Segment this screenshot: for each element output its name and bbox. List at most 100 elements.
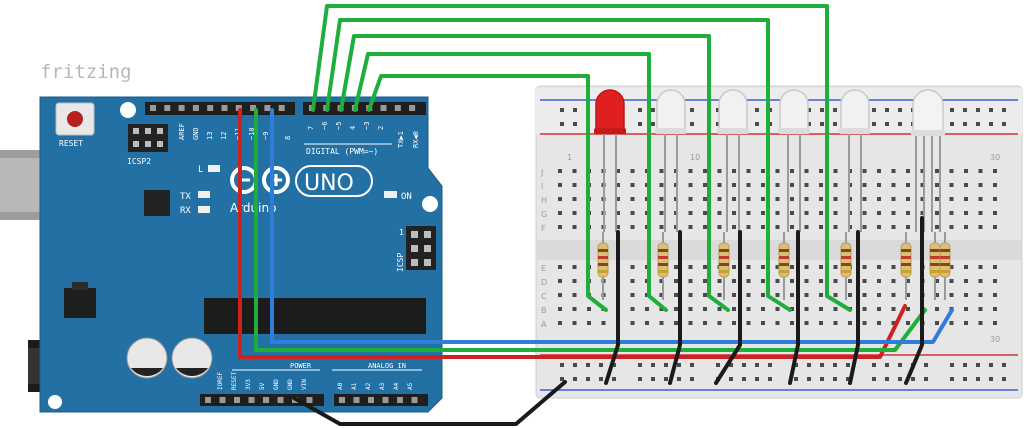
- resistor-band: [930, 263, 940, 266]
- capacitor: [126, 337, 168, 379]
- breadboard-hole: [790, 169, 794, 173]
- header-pin: [235, 105, 242, 111]
- breadboard-hole: [572, 211, 577, 215]
- breadboard-hole: [703, 183, 707, 187]
- breadboard-hole: [645, 307, 649, 311]
- breadboard-hole: [587, 321, 591, 325]
- breadboard-hole: [877, 265, 881, 269]
- breadboard-rail-hole: [755, 122, 759, 126]
- led-row: [594, 89, 945, 232]
- rgb-led-rim: [911, 130, 945, 136]
- breadboard-hole: [558, 225, 562, 229]
- breadboard-rail-hole: [755, 377, 759, 381]
- breadboard-hole: [935, 293, 939, 297]
- header-pin: [382, 397, 389, 403]
- breadboard-hole: [877, 197, 881, 201]
- breadboard-hole: [848, 321, 852, 325]
- led-rim: [655, 128, 687, 134]
- breadboard-hole: [906, 293, 910, 297]
- rx-label: RX: [180, 206, 191, 216]
- breadboard-rail-hole: [599, 377, 603, 381]
- breadboard-hole: [558, 293, 562, 297]
- breadboard-hole: [775, 321, 780, 325]
- breadboard-hole: [717, 211, 722, 215]
- resistor-band: [779, 256, 789, 259]
- breadboard-hole: [862, 293, 867, 297]
- breadboard-hole: [761, 293, 765, 297]
- breadboard-rail-hole: [833, 363, 837, 367]
- pin-label: A5: [407, 382, 414, 390]
- breadboard-hole: [630, 307, 635, 311]
- breadboard-hole: [688, 293, 693, 297]
- breadboard-hole: [993, 265, 997, 269]
- pin-label: GND: [273, 379, 280, 390]
- breadboard-hole: [920, 169, 925, 173]
- arduino-uno-board: RESET ICSP2 AREF GND 13 12 ~11 ~10 ~9 8: [0, 96, 443, 413]
- breadboard-hole: [949, 183, 954, 187]
- breadboard-hole: [703, 293, 707, 297]
- header-pin: [263, 397, 269, 403]
- breadboard-hole: [790, 197, 794, 201]
- breadboard-hole: [761, 307, 765, 311]
- breadboard-rail-hole: [989, 108, 993, 112]
- breadboard-hole: [790, 293, 794, 297]
- breadboard-rail-hole: [638, 122, 642, 126]
- wire-green-pin10: [254, 108, 927, 352]
- clear-led: [779, 89, 809, 133]
- row-letter: E: [541, 264, 546, 273]
- resistor-band: [779, 263, 789, 266]
- pin-label: A3: [379, 382, 386, 390]
- breadboard-hole: [833, 225, 838, 229]
- breadboard-hole: [761, 183, 765, 187]
- wire-blue-pin9: [270, 108, 954, 344]
- breadboard-hole: [978, 183, 983, 187]
- breadboard-hole: [790, 183, 794, 187]
- breadboard-hole: [804, 307, 809, 311]
- breadboard-hole: [717, 321, 722, 325]
- reset-button-cap[interactable]: [67, 111, 83, 127]
- icsp2-label: ICSP2: [127, 157, 151, 166]
- row-letter: H: [541, 196, 547, 205]
- breadboard-hole: [703, 321, 707, 325]
- breadboard-hole: [964, 265, 968, 269]
- pin-label: ~6: [321, 122, 329, 130]
- breadboard-hole: [891, 183, 896, 187]
- pin-label: RESET: [231, 372, 238, 390]
- breadboard-hole: [601, 321, 606, 325]
- breadboard-hole: [572, 183, 577, 187]
- pin-label: GND: [287, 379, 294, 390]
- clear-led: [718, 89, 748, 133]
- column-number: 1: [567, 153, 572, 162]
- icsp-pin1-label: 1: [399, 228, 404, 237]
- breadboard-rail-hole: [820, 108, 824, 112]
- mounting-hole: [422, 196, 438, 212]
- breadboard-rail-hole: [664, 363, 668, 367]
- resistor-band: [940, 263, 950, 266]
- breadboard-rail-hole: [924, 363, 928, 367]
- resistor-band: [901, 270, 911, 273]
- clear-led: [840, 89, 870, 133]
- pin-label: 3V3: [245, 379, 252, 390]
- pin-label: 4: [349, 126, 357, 130]
- breadboard-hole: [630, 225, 635, 229]
- breadboard-hole: [935, 321, 939, 325]
- wire-green-pin4: [353, 52, 668, 312]
- breadboard-hole: [717, 169, 722, 173]
- breadboard-hole: [993, 225, 997, 229]
- header-pin: [221, 105, 228, 111]
- resistor-band: [779, 270, 789, 273]
- wire-green-pin6: [325, 18, 792, 312]
- resistor-band: [930, 256, 940, 259]
- led-rim: [717, 128, 749, 134]
- breadboard-rail-hole: [963, 363, 967, 367]
- power-pin-labels: IOREF RESET 3V3 5V GND GND VIN: [217, 372, 308, 390]
- analog-pin-labels: A0 A1 A2 A3 A4 A5: [337, 382, 414, 390]
- breadboard-rail-hole: [846, 377, 850, 381]
- breadboard-rail-hole: [612, 377, 616, 381]
- resistor-band: [841, 249, 851, 252]
- breadboard-hole: [949, 265, 954, 269]
- breadboard-rail-hole: [742, 363, 746, 367]
- breadboard-hole: [746, 183, 751, 187]
- breadboard-hole: [630, 183, 635, 187]
- resistor-band: [658, 270, 668, 273]
